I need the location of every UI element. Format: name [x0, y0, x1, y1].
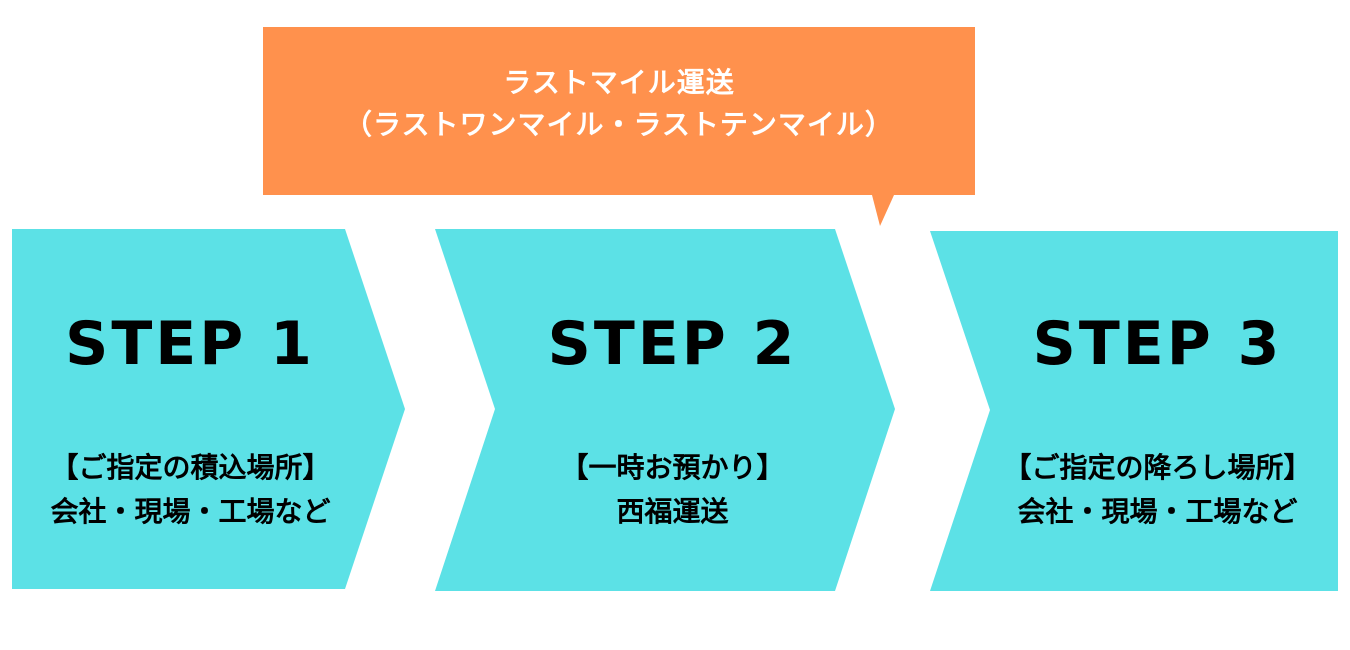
callout-pointer [872, 195, 894, 226]
step-3-title: STEP 3 [1032, 309, 1283, 379]
callout-text: ラストマイル運送 （ラストワンマイル・ラストテンマイル） [263, 62, 975, 146]
callout-title: ラストマイル運送 [503, 66, 735, 99]
step-2-chevron [435, 229, 895, 591]
step-2-description: 【一時お預かり】 西福運送 [520, 446, 825, 534]
step-3-description: 【ご指定の降ろし場所】 会社・現場・工場など [985, 446, 1330, 534]
step-3-chevron [930, 231, 1338, 591]
step-2-examples: 西福運送 [616, 495, 729, 528]
step-3-examples: 会社・現場・工場など [1017, 495, 1298, 528]
callout-bubble [263, 27, 975, 226]
step-1-title: STEP 1 [65, 309, 315, 379]
step-1-location: 【ご指定の積込場所】 [50, 451, 331, 484]
step-3-location: 【ご指定の降ろし場所】 [1003, 451, 1312, 484]
callout-box [263, 27, 975, 195]
step-2-title: STEP 2 [547, 309, 798, 379]
step-2-location: 【一時お預かり】 [560, 451, 785, 484]
step-1-chevron [12, 229, 405, 589]
callout-subtitle: （ラストワンマイル・ラストテンマイル） [344, 108, 894, 141]
step-1-examples: 会社・現場・工場など [50, 495, 331, 528]
step-1-description: 【ご指定の積込場所】 会社・現場・工場など [18, 446, 363, 534]
